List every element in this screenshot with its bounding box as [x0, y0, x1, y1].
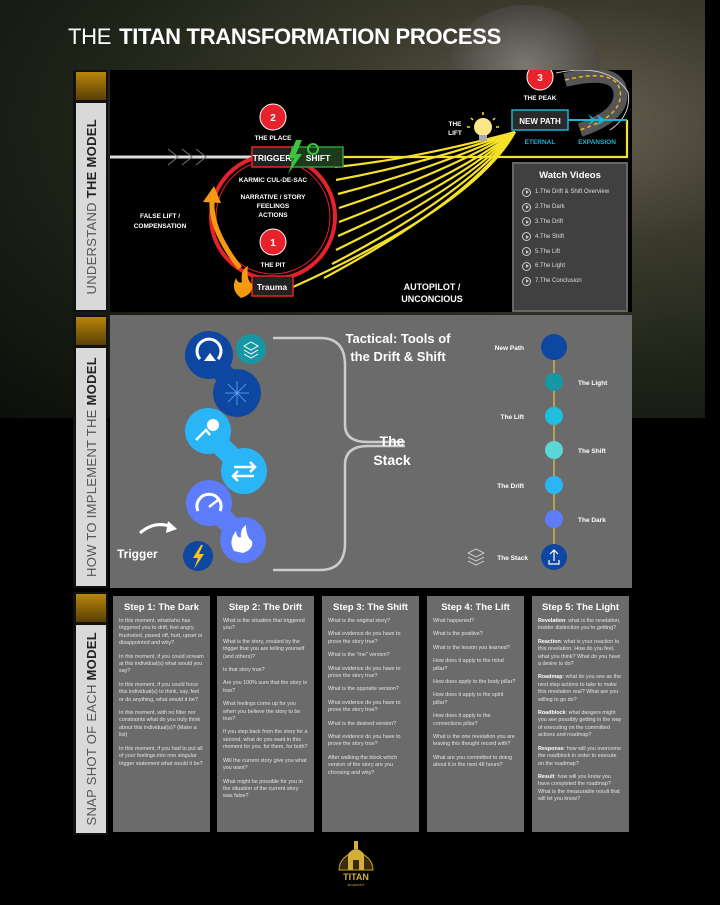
svg-text:The Dark: The Dark — [578, 517, 606, 524]
svg-text:FALSE LIFT /: FALSE LIFT / — [140, 213, 180, 220]
step-card-drift: Step 2: The Drift What is the situation … — [217, 596, 314, 832]
model-diagram: TRIGGER SHIFT Trauma 2 THE PLACE 1 THE P… — [110, 63, 632, 312]
false-lift-arrow — [203, 186, 221, 203]
step-card-dark: Step 1: The Dark In this moment, what/wh… — [113, 596, 210, 832]
shift-icon — [221, 448, 267, 494]
svg-text:THE PIT: THE PIT — [261, 262, 286, 269]
svg-text:TITAN: TITAN — [343, 872, 369, 882]
stack-layers-icon — [236, 334, 266, 364]
svg-text:LIFT: LIFT — [448, 130, 462, 137]
video-link[interactable]: 1.The Drift & Shift Overview — [522, 185, 618, 200]
play-icon — [522, 187, 531, 197]
play-icon — [522, 247, 531, 257]
svg-text:ETERNAL: ETERNAL — [525, 139, 556, 146]
svg-text:TRIGGER: TRIGGER — [253, 153, 292, 163]
svg-text:the Drift & Shift: the Drift & Shift — [350, 349, 446, 364]
bracket — [273, 336, 405, 444]
svg-text:The Lift: The Lift — [501, 414, 525, 421]
svg-text:Stack: Stack — [373, 452, 411, 468]
tactical-tools-panel: Trigger The Stack Tactical: Tools of the… — [110, 315, 632, 588]
layers-icon — [467, 548, 485, 566]
svg-text:THE: THE — [449, 121, 463, 128]
svg-text:THE PEAK: THE PEAK — [524, 95, 557, 102]
svg-text:BLUEPRINT: BLUEPRINT — [348, 883, 365, 887]
video-link[interactable]: 4.The Shift — [522, 229, 618, 244]
steps-snapshot: Step 1: The Dark In this moment, what/wh… — [110, 592, 632, 835]
play-icon — [522, 232, 531, 242]
step-card-light: Step 5: The Light Revelation: what is th… — [532, 596, 629, 832]
watch-videos-panel: Watch Videos 1.The Drift & Shift Overvie… — [512, 162, 628, 312]
play-icon — [522, 261, 531, 271]
svg-text:AUTOPILOT /: AUTOPILOT / — [404, 282, 461, 292]
step-card-shift: Step 3: The Shift What is the original s… — [322, 596, 419, 832]
lightbulb-icon — [467, 112, 499, 141]
svg-text:New Path: New Path — [495, 345, 524, 352]
svg-text:NARRATIVE / STORY: NARRATIVE / STORY — [241, 194, 307, 201]
titan-blueprint-logo: TITAN BLUEPRINT — [333, 840, 379, 890]
svg-text:THE PLACE: THE PLACE — [255, 135, 293, 142]
video-link[interactable]: 5.The Lift — [522, 244, 618, 259]
video-link[interactable]: 3.The Drift — [522, 215, 618, 230]
chevrons-icon — [167, 148, 207, 166]
lightning-gear-icon — [288, 140, 302, 174]
svg-text:Trigger: Trigger — [117, 547, 158, 561]
svg-text:The: The — [380, 433, 405, 449]
video-link[interactable]: 2.The Dark — [522, 200, 618, 215]
timeline-dark-icon — [545, 510, 563, 528]
section-label-implement: HOW TO IMPLEMENT THE MODEL — [73, 315, 108, 588]
play-icon — [522, 202, 531, 212]
svg-text:The Shift: The Shift — [578, 448, 607, 455]
autopilot-lines — [292, 120, 629, 289]
svg-text:NEW PATH: NEW PATH — [519, 117, 561, 126]
play-icon — [522, 217, 531, 227]
section-label-understand: UNDERSTAND THE MODEL — [73, 70, 108, 312]
video-link[interactable]: 7.The Conclusion — [522, 274, 618, 289]
svg-text:KARMIC CUL-DE-SAC: KARMIC CUL-DE-SAC — [239, 177, 308, 184]
timeline-new-path-icon — [541, 334, 567, 360]
svg-text:ACTIONS: ACTIONS — [258, 212, 288, 219]
timeline-drift-icon — [545, 476, 563, 494]
svg-text:EXPANSION: EXPANSION — [578, 139, 616, 146]
video-link[interactable]: 6.The Light — [522, 259, 618, 274]
svg-text:COMPENSATION: COMPENSATION — [134, 223, 187, 230]
step-1-badge — [259, 228, 287, 256]
svg-text:Trauma: Trauma — [257, 282, 288, 292]
timeline-lift-icon — [545, 407, 563, 425]
svg-text:UNCONCIOUS: UNCONCIOUS — [401, 294, 463, 304]
timeline-light-icon — [545, 373, 563, 391]
svg-text:The Light: The Light — [578, 380, 608, 387]
play-icon — [522, 276, 531, 286]
step-2-badge — [259, 103, 287, 131]
svg-text:1: 1 — [270, 238, 276, 249]
svg-text:FEELINGS: FEELINGS — [257, 203, 290, 210]
arrow-icon — [588, 114, 606, 126]
svg-text:Tactical: Tools of: Tactical: Tools of — [346, 331, 452, 346]
svg-text:SHIFT: SHIFT — [306, 153, 331, 163]
svg-text:The Drift: The Drift — [497, 483, 525, 490]
fire-icon — [233, 266, 253, 298]
step-card-lift: Step 4: The Lift What happened?What is t… — [427, 596, 524, 832]
section-label-snapshot: SNAP SHOT OF EACH MODEL — [73, 592, 108, 835]
timeline-shift-icon — [545, 441, 563, 459]
svg-text:2: 2 — [270, 113, 276, 124]
svg-text:The Stack: The Stack — [497, 555, 528, 562]
svg-text:3: 3 — [537, 73, 543, 84]
